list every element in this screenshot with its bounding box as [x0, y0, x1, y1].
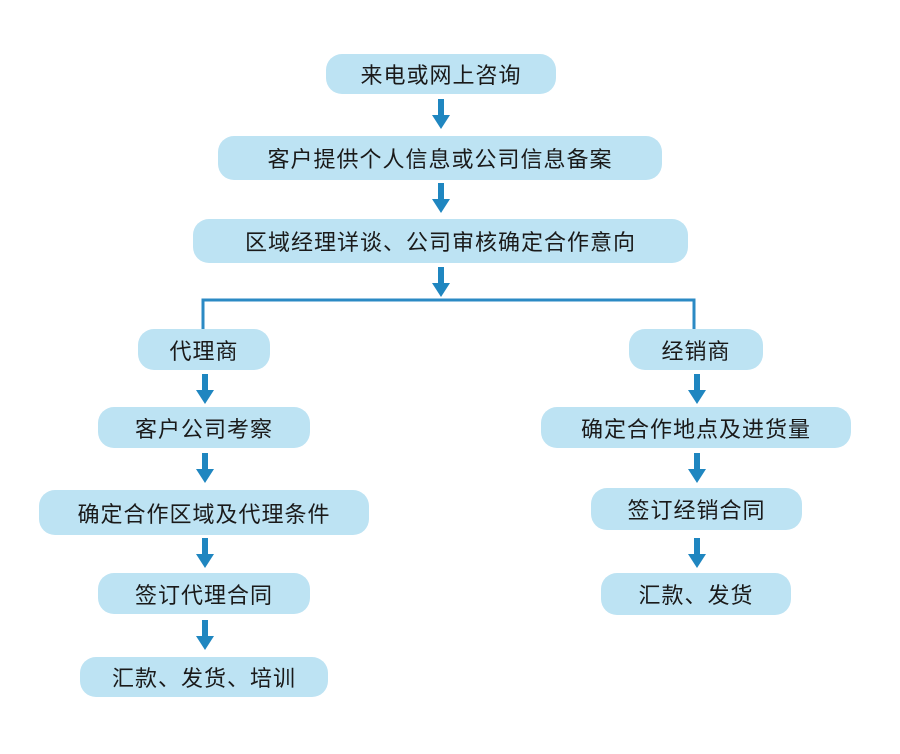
- step-inquiry: 来电或网上咨询: [326, 54, 556, 94]
- agent-step-visit: 客户公司考察: [98, 407, 310, 448]
- agent-step-contract: 签订代理合同: [98, 573, 310, 614]
- agent-step-delivery: 汇款、发货、培训: [80, 657, 328, 697]
- arrow-down-icon: [196, 453, 214, 483]
- step-review: 区域经理详谈、公司审核确定合作意向: [193, 219, 688, 263]
- step-info-record: 客户提供个人信息或公司信息备案: [218, 136, 662, 180]
- arrow-down-icon: [688, 453, 706, 483]
- arrow-down-icon: [688, 374, 706, 404]
- branch-dealer: 经销商: [629, 329, 763, 370]
- branch-connector: [201, 298, 696, 329]
- arrow-down-icon: [196, 538, 214, 568]
- arrow-down-icon: [432, 99, 450, 129]
- arrow-down-icon: [196, 374, 214, 404]
- dealer-step-delivery: 汇款、发货: [601, 573, 791, 615]
- arrow-down-icon: [432, 183, 450, 213]
- agent-step-terms: 确定合作区域及代理条件: [39, 490, 369, 535]
- dealer-step-location: 确定合作地点及进货量: [541, 407, 851, 448]
- arrow-down-icon: [196, 620, 214, 650]
- arrow-down-icon: [432, 267, 450, 297]
- branch-agent: 代理商: [138, 329, 270, 370]
- dealer-step-contract: 签订经销合同: [591, 488, 802, 530]
- arrow-down-icon: [688, 538, 706, 568]
